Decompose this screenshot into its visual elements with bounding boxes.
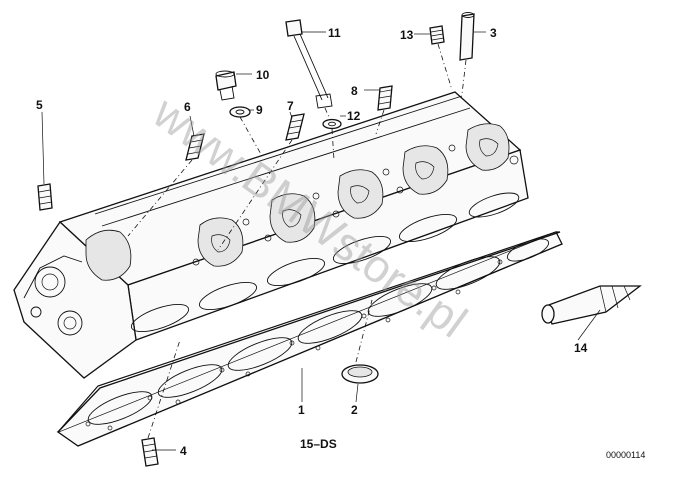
exhaust-ports: [85, 123, 510, 281]
callout-2: 2: [351, 403, 358, 417]
dowel-sleeve: [459, 12, 475, 95]
stud-8: [375, 85, 393, 135]
callout-11: 11: [328, 26, 341, 40]
image-number: 00000114: [606, 450, 645, 460]
callout-4: 4: [180, 444, 187, 458]
threaded-plug: [429, 25, 453, 91]
sealant-tube: [541, 285, 642, 325]
head-gasket: [56, 231, 563, 447]
leader-lines: [41, 31, 601, 451]
callout-3: 3: [490, 26, 497, 40]
stud-7: [217, 113, 305, 251]
stud-5: [37, 183, 53, 211]
callout-13: 13: [400, 28, 414, 42]
cylinder-head-bolt: [285, 19, 333, 125]
callout-12: 12: [347, 109, 361, 123]
callout-9: 9: [256, 103, 263, 117]
combustion-chambers: [130, 192, 520, 333]
cylinder-head: [13, 91, 529, 379]
stud-6: [127, 133, 205, 237]
callout-1: 1: [298, 403, 305, 417]
washer-12: [322, 118, 342, 161]
stud-4: [141, 339, 181, 467]
callout-7: 7: [287, 99, 294, 113]
callout-14: 14: [574, 341, 588, 355]
screw-plug: [215, 70, 237, 101]
callout-10: 10: [256, 68, 270, 82]
gasket-ring-9: [229, 106, 263, 157]
callout-5: 5: [36, 98, 43, 112]
callout-6: 6: [184, 100, 191, 114]
set-label: 15–DS: [300, 437, 337, 451]
callout-8: 8: [351, 84, 358, 98]
sealing-ring: [341, 299, 379, 384]
callouts: 11 13 3 10 8 5 6 9 7 12 14 1 2 4: [36, 26, 588, 458]
